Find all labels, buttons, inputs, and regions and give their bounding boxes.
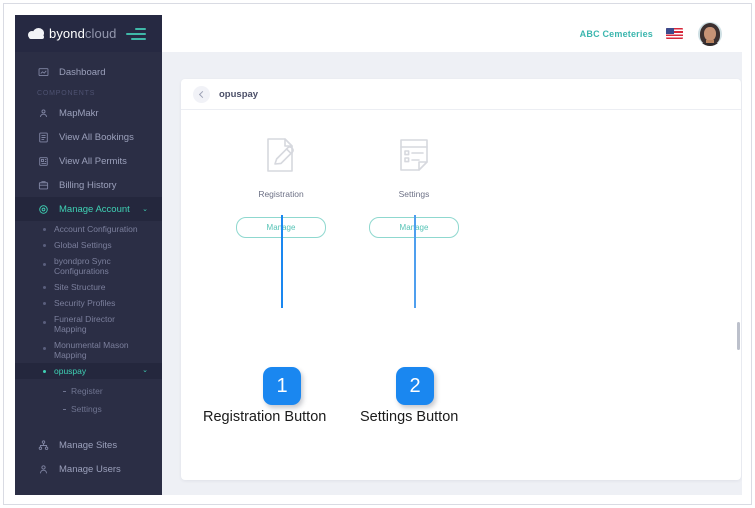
sidebar-subitem-label: Global Settings [54, 240, 112, 250]
sidebar-subitem-label: Site Structure [54, 282, 106, 292]
hamburger-icon[interactable] [126, 28, 146, 40]
sidebar-subitem-security-profiles[interactable]: Security Profiles [15, 295, 162, 311]
sidebar-item-label: MapMakr [59, 107, 99, 119]
manage-button-label: Manage [400, 223, 429, 232]
bullet-icon [43, 347, 46, 350]
account-gear-icon [37, 203, 50, 216]
page-title: opuspay [219, 88, 259, 100]
sidebar-item-label: View All Permits [59, 155, 127, 167]
sidebar-section-components: COMPONENTS [37, 90, 96, 97]
sidebar-item-view-all-permits[interactable]: View All Permits [15, 149, 162, 173]
sidebar-subitem-label: byondpro Sync Configurations [54, 256, 111, 276]
content-area: opuspay Registration Mana [162, 52, 742, 495]
annotation-badge-2: 2 [396, 367, 434, 405]
sidebar-item-manage-sites[interactable]: Manage Sites [15, 433, 162, 457]
dash-icon [63, 408, 66, 410]
sidebar-item-label: Billing History [59, 179, 117, 191]
chevron-left-icon[interactable] [193, 85, 210, 103]
document-pencil-icon [227, 127, 335, 183]
sites-icon [37, 439, 50, 452]
sidebar-item-label: View All Bookings [59, 131, 134, 143]
us-flag-icon[interactable] [666, 28, 683, 39]
app-root: byondcloud Dashboard COMPONENTS [15, 15, 742, 495]
sidebar-item-manage-users[interactable]: Manage Users [15, 457, 162, 481]
sidebar-subitem-label: Monumental Mason Mapping [54, 340, 129, 360]
bullet-icon [43, 285, 46, 289]
annotation-number: 2 [409, 374, 421, 397]
tile-label: Settings [398, 189, 430, 199]
bullet-icon [43, 243, 46, 247]
organization-name[interactable]: ABC Cemeteries [579, 28, 653, 39]
manage-button-label: Manage [267, 223, 296, 232]
sidebar-item-mapmakr[interactable]: MapMakr [15, 101, 162, 125]
bookings-icon [37, 131, 50, 144]
bullet-icon [43, 227, 46, 231]
tile-label: Registration [258, 189, 304, 199]
sidebar-subitem-label: Security Profiles [54, 298, 116, 308]
sidebar-subitem-label: Register [71, 386, 103, 396]
sidebar-item-manage-account[interactable]: Manage Account ⌄ [15, 197, 162, 221]
top-bar: ABC Cemeteries [162, 15, 742, 52]
chevron-down-icon: ⌄ [142, 367, 148, 374]
brand-logo-secondary: cloud [84, 26, 117, 41]
sidebar-bottom-group: Manage Sites Manage Users [15, 433, 162, 481]
sidebar-subitem-label: Account Configuration [54, 224, 138, 234]
sidebar-item-label: Manage Users [59, 463, 121, 475]
bullet-icon [43, 263, 46, 266]
sidebar-subitem-monumental-mason-mapping[interactable]: Monumental Mason Mapping [15, 337, 140, 363]
sidebar-item-label: Manage Account [59, 203, 130, 215]
dash-icon [63, 390, 66, 392]
brand-logo-text: byondcloud [49, 26, 117, 41]
scrollbar-track[interactable] [737, 52, 740, 495]
sidebar-subitem-site-structure[interactable]: Site Structure [15, 279, 162, 295]
sidebar-item-dashboard[interactable]: Dashboard [15, 60, 162, 84]
annotation-connector-2 [414, 215, 416, 308]
users-icon [37, 463, 50, 476]
annotation-connector-1 [281, 215, 283, 308]
bullet-icon [43, 321, 46, 324]
sidebar-subitem-account-configuration[interactable]: Account Configuration [15, 221, 162, 237]
browser-frame: byondcloud Dashboard COMPONENTS [3, 3, 752, 505]
sidebar-item-view-all-bookings[interactable]: View All Bookings [15, 125, 162, 149]
opuspay-card: opuspay Registration Mana [181, 79, 741, 480]
dashboard-icon [37, 66, 50, 79]
annotation-label-2: Settings Button [360, 409, 459, 425]
annotation-label-1: Registration Button [203, 409, 327, 425]
sidebar-header: byondcloud [15, 15, 162, 52]
sidebar-subitem-byondpro-sync-configurations[interactable]: byondpro Sync Configurations [15, 253, 135, 279]
sidebar-subitem-opuspay[interactable]: opuspay ⌄ [15, 363, 162, 379]
sidebar-subitem-label: Funeral Director Mapping [54, 314, 115, 334]
scrollbar-thumb[interactable] [737, 322, 740, 350]
cloud-icon [28, 28, 45, 39]
card-header: opuspay [181, 79, 741, 110]
bullet-icon [43, 369, 46, 373]
sidebar-item-label: Dashboard [59, 66, 106, 78]
brand-logo[interactable]: byondcloud [28, 26, 117, 41]
sidebar-subitem-label: opuspay [54, 366, 87, 376]
map-icon [37, 107, 50, 120]
permits-icon [37, 155, 50, 168]
sidebar: byondcloud Dashboard COMPONENTS [15, 15, 162, 495]
sidebar-subitem-register[interactable]: Register [15, 382, 162, 400]
billing-icon [37, 179, 50, 192]
user-avatar[interactable] [698, 21, 722, 46]
form-list-icon [360, 127, 468, 183]
sidebar-subitem-settings[interactable]: Settings [15, 400, 162, 418]
brand-logo-primary: byond [49, 26, 85, 41]
sidebar-subitem-label: Settings [71, 404, 102, 414]
chevron-down-icon: ⌄ [142, 206, 148, 213]
sidebar-item-label: Manage Sites [59, 439, 118, 451]
annotation-number: 1 [276, 374, 288, 397]
sidebar-item-billing-history[interactable]: Billing History [15, 173, 162, 197]
sidebar-subitem-global-settings[interactable]: Global Settings [15, 237, 162, 253]
sidebar-subitem-funeral-director-mapping[interactable]: Funeral Director Mapping [15, 311, 135, 337]
annotation-badge-1: 1 [263, 367, 301, 405]
bullet-icon [43, 301, 46, 305]
